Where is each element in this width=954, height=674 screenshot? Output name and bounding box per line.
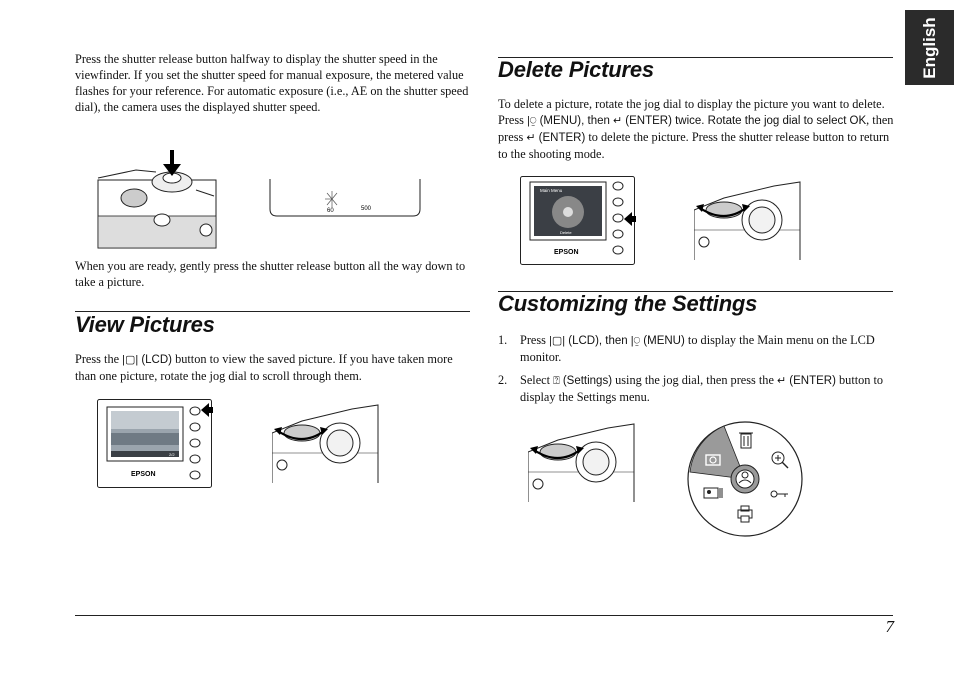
page-number: 7 (885, 617, 895, 636)
camera-back-delete-illustration: Main Menu Delete EPSON (520, 176, 636, 265)
section-rule (498, 57, 893, 58)
enter-icon: ↵ (777, 375, 787, 387)
screen-delete-label: Delete (560, 230, 572, 235)
settings-icon: ⍰ (553, 375, 560, 387)
brand-label: EPSON (554, 249, 579, 256)
viewfinder-value-b: 500 (361, 206, 372, 212)
view-pictures-heading: View Pictures (75, 312, 215, 337)
camera-back-view-illustration: 2/2 EPSON (97, 399, 213, 488)
enter-icon: ↵ (526, 132, 536, 144)
menu-icon: |⍜ (630, 335, 641, 347)
viewfinder-value-a: 60 (327, 208, 334, 214)
language-tab: English (905, 10, 954, 85)
footer-rule (75, 615, 893, 616)
section-rule (75, 311, 470, 312)
shutter-paragraph: Press the shutter release button halfway… (75, 52, 469, 114)
trash-icon (739, 432, 753, 449)
delete-pictures-paragraph: To delete a picture, rotate the jog dial… (498, 97, 894, 161)
zoom-icon (771, 451, 789, 469)
customizing-settings-heading: Customizing the Settings (498, 291, 758, 316)
main-menu-wheel (687, 421, 803, 537)
section-rule (498, 291, 893, 292)
screen-count: 2/2 (169, 452, 175, 457)
language-tab-label: English (919, 16, 939, 79)
menu-icon: |⍜ (527, 115, 537, 127)
delete-pictures-heading: Delete Pictures (498, 57, 654, 82)
image-info-icon (703, 487, 723, 499)
settings-icon (705, 454, 721, 466)
key-icon (770, 490, 788, 498)
enter-icon: ↵ (612, 115, 623, 127)
take-picture-paragraph: When you are ready, gently press the shu… (75, 259, 466, 289)
lcd-icon: |▢| (549, 335, 566, 347)
jog-dial-settings-illustration (528, 423, 635, 502)
jog-dial-delete-illustration (694, 181, 801, 260)
print-icon (737, 505, 753, 523)
camera-top-illustration (97, 150, 217, 249)
step-1: 1. Press |▢| (LCD), then |⍜ (MENU) to di… (498, 333, 875, 364)
viewfinder-illustration: 60 500 (269, 179, 421, 217)
view-pictures-paragraph: Press the |▢| (LCD) button to view the s… (75, 352, 453, 383)
screen-title: Main Menu (540, 188, 563, 193)
brand-label: EPSON (131, 471, 156, 478)
lcd-icon: |▢| (122, 354, 139, 366)
jog-dial-view-illustration (272, 404, 379, 483)
step-2: 2. Select ⍰ (Settings) using the jog dia… (498, 373, 884, 404)
